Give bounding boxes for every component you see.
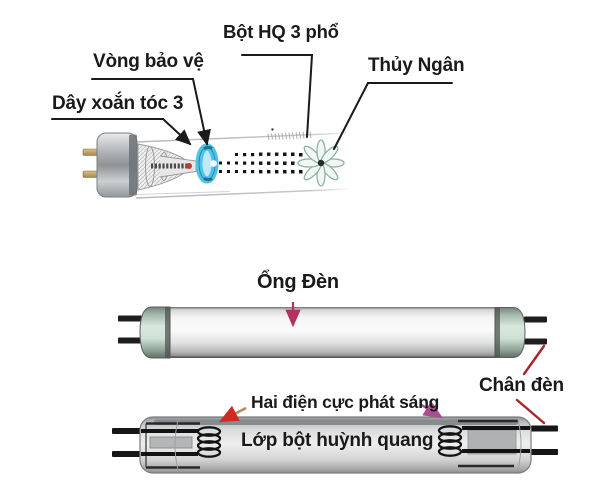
- electrode-arrow-left: [218, 405, 247, 423]
- pin-leader-lines: [515, 344, 546, 425]
- label-phosphor-powder: Bột HQ 3 phổ: [223, 21, 339, 42]
- leader-mercury-line: [333, 82, 369, 150]
- label-filament-wire: Dây xoắn tóc 3: [52, 93, 184, 114]
- stem-flare: [137, 143, 197, 191]
- end-cap: [96, 132, 138, 198]
- lamp-pin: [118, 315, 547, 345]
- lamp-pin: [82, 148, 99, 178]
- lamp-tube-whole: [118, 306, 547, 359]
- left-electrode-assembly: [141, 419, 222, 471]
- label-electrodes: Hai điện cực phát sáng: [251, 392, 440, 412]
- end-cap: [139, 306, 171, 359]
- label-mercury: Thủy Ngân: [368, 55, 465, 76]
- label-tube: Ổng Đèn: [257, 271, 339, 293]
- leader-ring-arrow: [192, 78, 211, 146]
- tube-body: [139, 416, 532, 474]
- protective-ring: [195, 143, 219, 184]
- tube-body: [168, 307, 496, 358]
- electrode-coil: [437, 425, 463, 457]
- electrode-coil: [196, 426, 222, 458]
- leader-filament-arrow: [162, 118, 192, 146]
- lamp-pin: [112, 425, 558, 457]
- mercury-atom-icon: [297, 139, 345, 187]
- coating-texture: [267, 128, 312, 141]
- label-protective-ring: Vòng bảo vệ: [93, 51, 204, 72]
- label-lamp-pins: Chân đèn: [479, 375, 564, 396]
- label-phosphor-layer: Lớp bột huỳnh quang: [241, 430, 434, 451]
- electrode-arrow-right: [419, 401, 444, 419]
- vapor-dots: [219, 152, 303, 174]
- tube-cutaway-illustration: [51, 54, 453, 199]
- leader-lines: [51, 54, 453, 150]
- right-electrode-assembly: [437, 419, 530, 470]
- filament-coil: [151, 163, 192, 169]
- leader-phosphor-powder: [241, 54, 314, 138]
- lamp-tube-cutaway: [112, 416, 558, 474]
- end-cap: [494, 307, 526, 358]
